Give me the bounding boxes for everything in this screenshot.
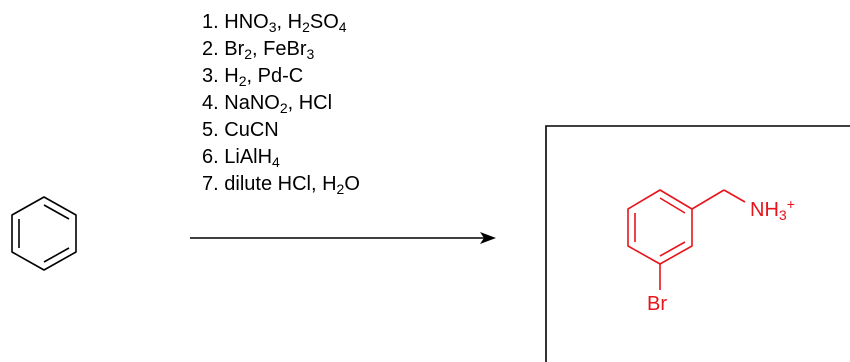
benzene-starting-material [11,196,77,271]
reagent-step: 3. H2, Pd-C [202,65,304,89]
reagent-subscript: 2 [302,19,310,35]
reagent-text: Br [224,38,245,60]
amine-base: NH [750,199,779,221]
reagent-subscript: 2 [279,100,288,116]
reagent-text: , H [276,11,303,33]
product-structure [627,189,746,290]
reagent-subscript: 2 [238,73,247,89]
reagent-subscript: 4 [272,154,280,170]
reagent-subscript: 2 [244,46,253,62]
reagent-text: CuCN [224,119,279,141]
benzene-ring [11,196,77,271]
step-number: 1. [202,11,225,33]
reagent-text: , Pd-C [246,65,304,87]
answer-box [545,125,850,362]
reagent-step: 2. Br2, FeBr3 [202,38,315,62]
reagent-subscript: 2 [336,181,345,197]
reagent-text: O [344,173,360,195]
product-ring [627,189,693,265]
reagent-text: , HCl [287,92,333,114]
reaction-arrow [190,232,496,244]
step-number: 5. [202,119,225,141]
amine-charge: + [786,196,795,212]
reagent-step: 1. HNO3, H2SO4 [202,11,347,35]
step-number: 3. [202,65,225,87]
benzene-double-bond [43,247,70,263]
benzene-double-bond [43,204,70,220]
product-double-bond [659,241,686,257]
reagent-step: 7. dilute HCl, H2O [202,173,360,197]
reagent-step: 4. NaNO2, HCl [202,92,333,116]
reagent-text: LiAlH [224,146,273,168]
step-number: 7. [202,173,225,195]
reagent-text: , FeBr [252,38,307,60]
reagent-step: 5. CuCN [202,120,279,140]
step-number: 2. [202,38,225,60]
step-number: 4. [202,92,225,114]
c-n-bond [723,189,746,203]
reagent-subscript: 4 [338,19,347,35]
reagent-text: dilute HCl, H [224,173,337,195]
reagent-text: HNO [224,11,269,33]
amine-label: NH3+ [750,197,795,223]
benzylic-bond [691,189,725,210]
reagent-text: H [224,65,239,87]
reagent-subscript: 3 [268,19,277,35]
reagent-text: NaNO [224,92,280,114]
bromine-label: Br [647,293,667,315]
step-number: 6. [202,146,225,168]
reagent-text: SO [309,11,339,33]
amine-subscript: 3 [778,207,787,223]
reagent-subscript: 3 [306,46,315,62]
product-double-bond [659,197,686,214]
reagent-step: 6. LiAlH4 [202,146,280,170]
